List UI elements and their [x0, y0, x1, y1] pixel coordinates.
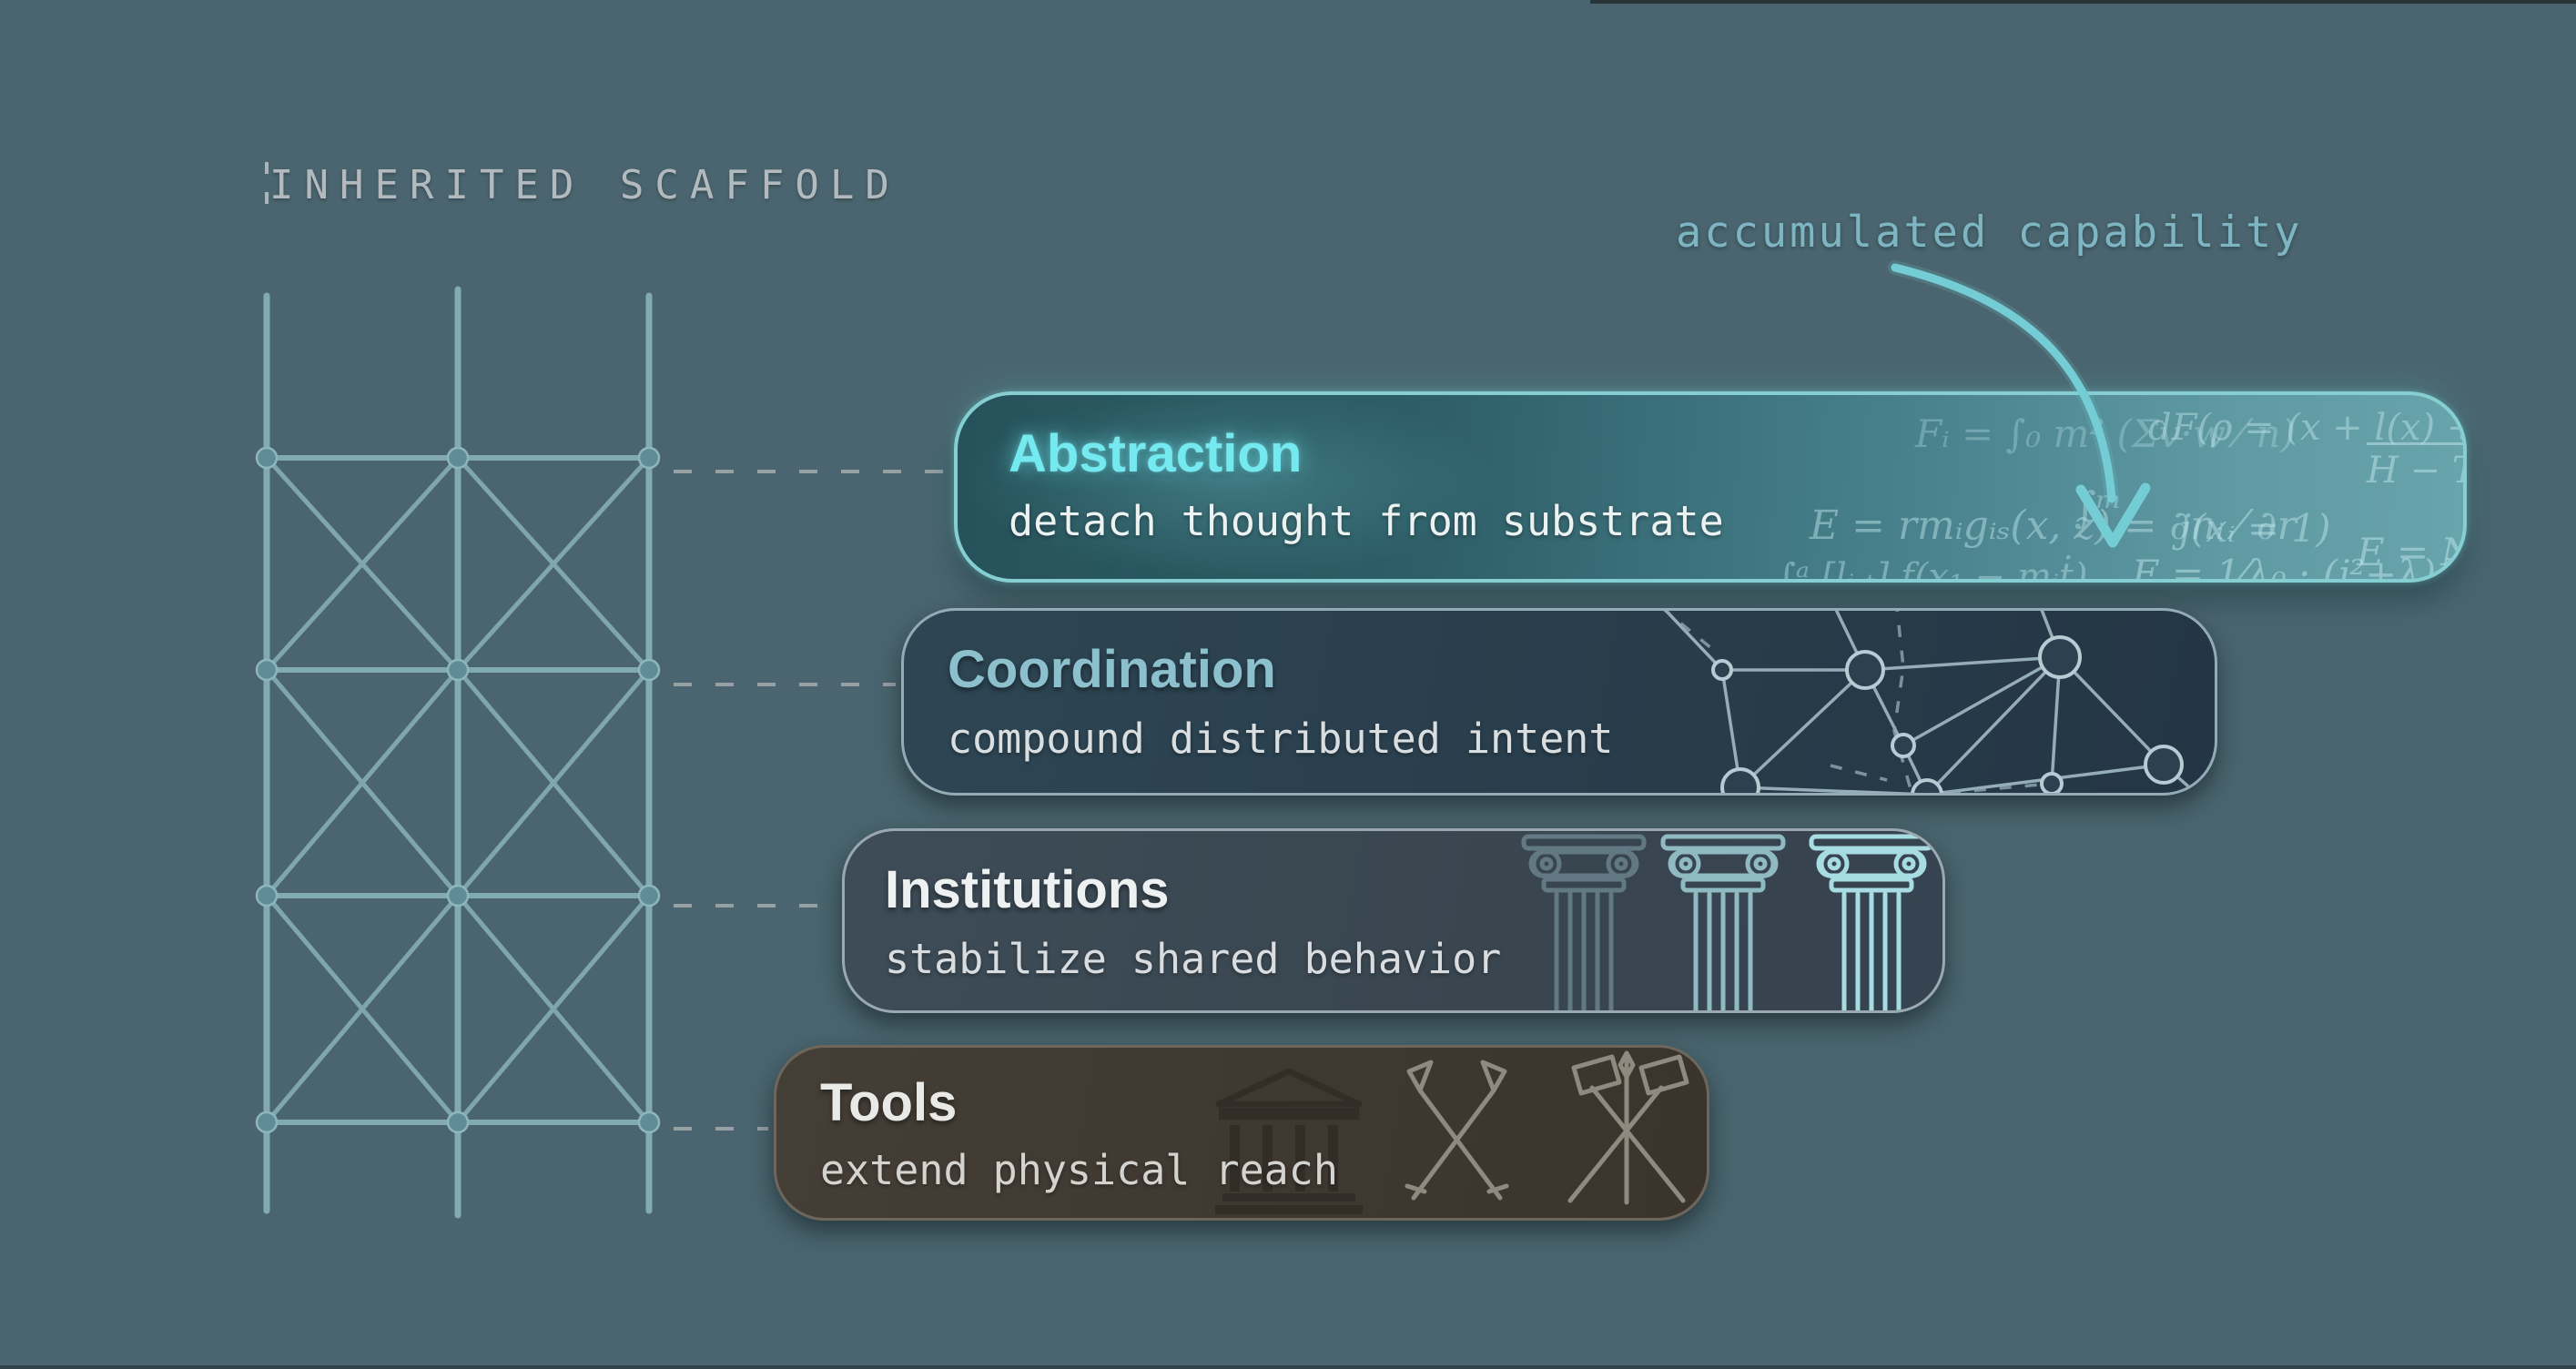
tools-subtitle: extend physical reach [820, 1146, 1338, 1194]
layer-card-tools: Tools extend physical reach [774, 1045, 1709, 1221]
background-equation: ∫ᵃ [lᵢ,ₜ] f(x₁ − mᵢṫ) [1777, 556, 2088, 583]
layer-card-abstraction: Fᵢ = ∫₀ m² (Σv·w ⁄ n)dF(ρ = (x + l(x) + … [954, 391, 2467, 583]
edge-artifact-top [1590, 0, 2576, 4]
edge-artifact-bottom [0, 1365, 2576, 1369]
ionic-column-mid [1660, 834, 1786, 1010]
tools-title: Tools [820, 1073, 958, 1132]
background-equation: E = NᵢK [2357, 530, 2463, 574]
background-equation: E = 1⁄λ₀ · (j²+λ)⁄l² [2132, 552, 2467, 583]
coordination-title: Coordination [948, 640, 1276, 699]
tools-icons [1215, 1050, 1689, 1214]
scaffold-joint-nodes [255, 446, 661, 1134]
layer-card-institutions: Institutions stabilize shared behavior [842, 828, 1945, 1013]
background-equation: j(xᵢ = 1) [2179, 506, 2331, 551]
ionic-columns-icon [1521, 834, 1934, 1010]
background-equation: ∫ᵐ [2074, 482, 2123, 532]
crossed-spears-icon [1405, 1060, 1509, 1201]
abstraction-subtitle: detach thought from substrate [1009, 497, 1724, 545]
institutions-title: Institutions [885, 860, 1170, 919]
page-title: INHERITED SCAFFOLD [269, 162, 900, 208]
background-equation: E = rmᵢ𝑔ᵢₛ(x, z) = ∂nᵢ ⁄ ∂r [1810, 502, 2297, 549]
ionic-column-dim [1521, 834, 1647, 1010]
background-equation: dF(ρ = (x + l(x) + oᵢ) = [2148, 407, 2463, 449]
accumulated-capability-label: accumulated capability [1676, 208, 2303, 258]
ionic-column-bright [1809, 834, 1934, 1010]
layer-card-coordination: Coordination compound distributed intent [901, 608, 2217, 796]
level-connector-dashes [674, 470, 948, 1131]
crossed-hammers-icon [1567, 1050, 1689, 1205]
abstraction-title: Abstraction [1009, 424, 1303, 483]
network-graph-icon [1663, 611, 2198, 793]
institutions-subtitle: stabilize shared behavior [885, 935, 1502, 983]
coordination-subtitle: compound distributed intent [948, 715, 1614, 763]
greek-temple-icon [1215, 1068, 1363, 1214]
background-equation: H − T𝒇 + 1 [2367, 442, 2463, 489]
